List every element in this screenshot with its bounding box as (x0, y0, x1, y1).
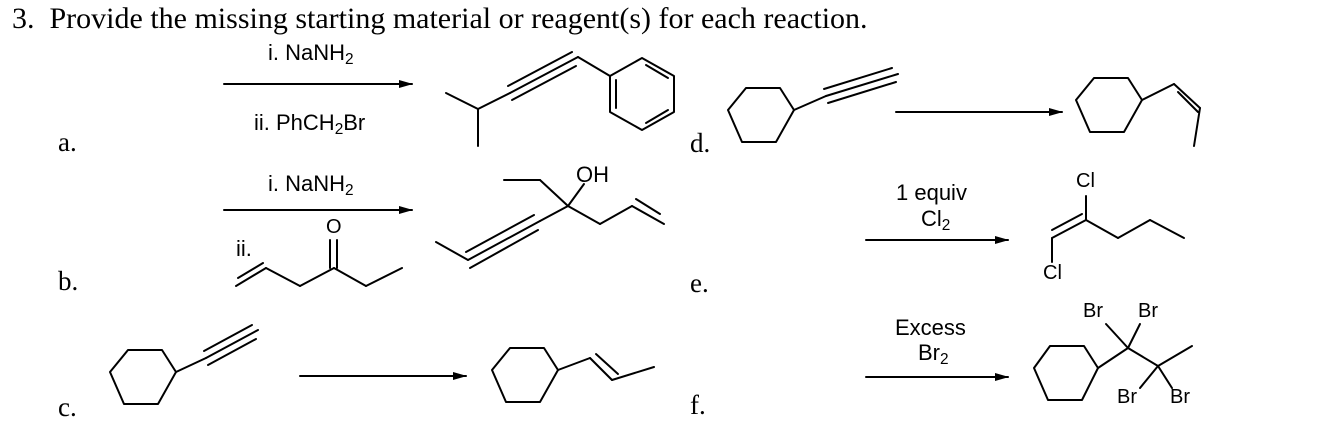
part-e-reagent-2: Cl2 (921, 206, 951, 234)
part-b-carbonyl-oxygen: O (326, 216, 342, 238)
part-b-product-structure (435, 179, 665, 269)
part-c-reactant-structure (109, 324, 259, 405)
part-f-bromine-bottom-right: Br (1170, 386, 1190, 408)
part-d-product-structure (1075, 77, 1201, 147)
part-e-chlorine-bottom: Cl (1043, 262, 1062, 284)
part-e-product-structure (1051, 195, 1185, 263)
part-d-reactant-structure (727, 67, 899, 143)
part-e-label: e. (690, 268, 709, 298)
part-b-reagent-1: i. NaNH2 (268, 171, 354, 199)
part-a-label: a. (58, 127, 77, 157)
part-f-bromine-bottom-left: Br (1117, 386, 1137, 408)
part-f-reagent-2: Br2 (918, 340, 949, 368)
question-number: 3. (12, 2, 35, 35)
part-b-reactant-structure (235, 239, 403, 287)
part-f-product-structure (1033, 323, 1193, 401)
part-b-reagent-2: ii. (236, 236, 252, 261)
part-d-label: d. (690, 128, 711, 158)
part-c-label: c. (58, 392, 77, 422)
part-f-reagent-1: Excess (895, 315, 966, 340)
part-f-bromine-top-left: Br (1083, 300, 1103, 322)
part-f-bromine-top-right: Br (1138, 300, 1158, 322)
part-e-chlorine-top: Cl (1076, 170, 1095, 192)
part-a-product-structure (445, 51, 675, 147)
part-f-label: f. (690, 390, 706, 420)
part-a-reagent-2: ii. PhCH2Br (254, 110, 366, 138)
part-b-label: b. (58, 266, 79, 296)
part-c-product-structure (491, 347, 655, 403)
part-a-reagent-1: i. NaNH2 (268, 40, 354, 68)
question-title: 3. Provide the missing starting material… (12, 2, 868, 36)
part-b-hydroxyl-label: OH (576, 162, 609, 187)
part-e-reagent-1: 1 equiv (896, 180, 967, 205)
question-text: Provide the missing starting material or… (49, 2, 868, 35)
